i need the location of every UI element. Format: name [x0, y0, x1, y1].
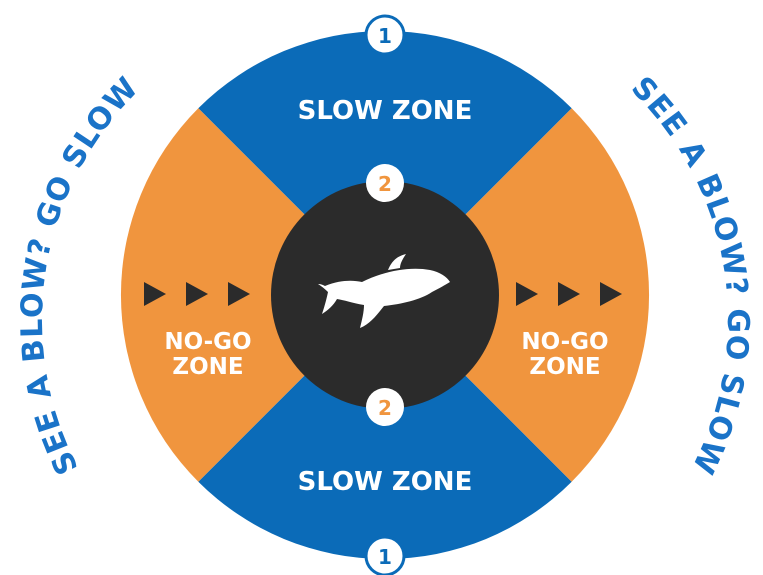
no-go-zone-right-line1: NO-GO [521, 329, 608, 355]
badge-top-outer: 1 [364, 14, 406, 56]
badge-top-inner-number: 2 [378, 172, 392, 196]
no-go-zone-left-line1: NO-GO [164, 329, 251, 355]
whale-icon [318, 254, 450, 328]
arrow-group-right [516, 282, 622, 306]
slow-zone-bottom-sector [198, 295, 572, 560]
badge-top-outer-number: 1 [378, 24, 392, 48]
arrow-triangle-icon [600, 282, 622, 306]
no-go-zone-right-line2: ZONE [529, 354, 600, 380]
badge-top-inner: 2 [366, 164, 404, 202]
arrow-triangle-icon [228, 282, 250, 306]
no-go-zone-left-sector [120, 108, 385, 482]
arrow-triangle-icon [516, 282, 538, 306]
slow-zone-bottom-label: SLOW ZONE [298, 467, 473, 497]
slow-zone-top-sector [198, 30, 572, 296]
arrow-triangle-icon [186, 282, 208, 306]
badge-bottom-inner-number: 2 [378, 396, 392, 420]
badge-bottom-outer: 1 [364, 535, 406, 575]
arrow-group-left [144, 282, 250, 306]
slow-zone-top-label: SLOW ZONE [298, 96, 473, 126]
arrow-triangle-icon [558, 282, 580, 306]
arrow-triangle-icon [144, 282, 166, 306]
badge-bottom-outer-number: 1 [378, 545, 392, 569]
no-go-zone-left-line2: ZONE [172, 354, 243, 380]
badge-bottom-inner: 2 [366, 388, 404, 426]
